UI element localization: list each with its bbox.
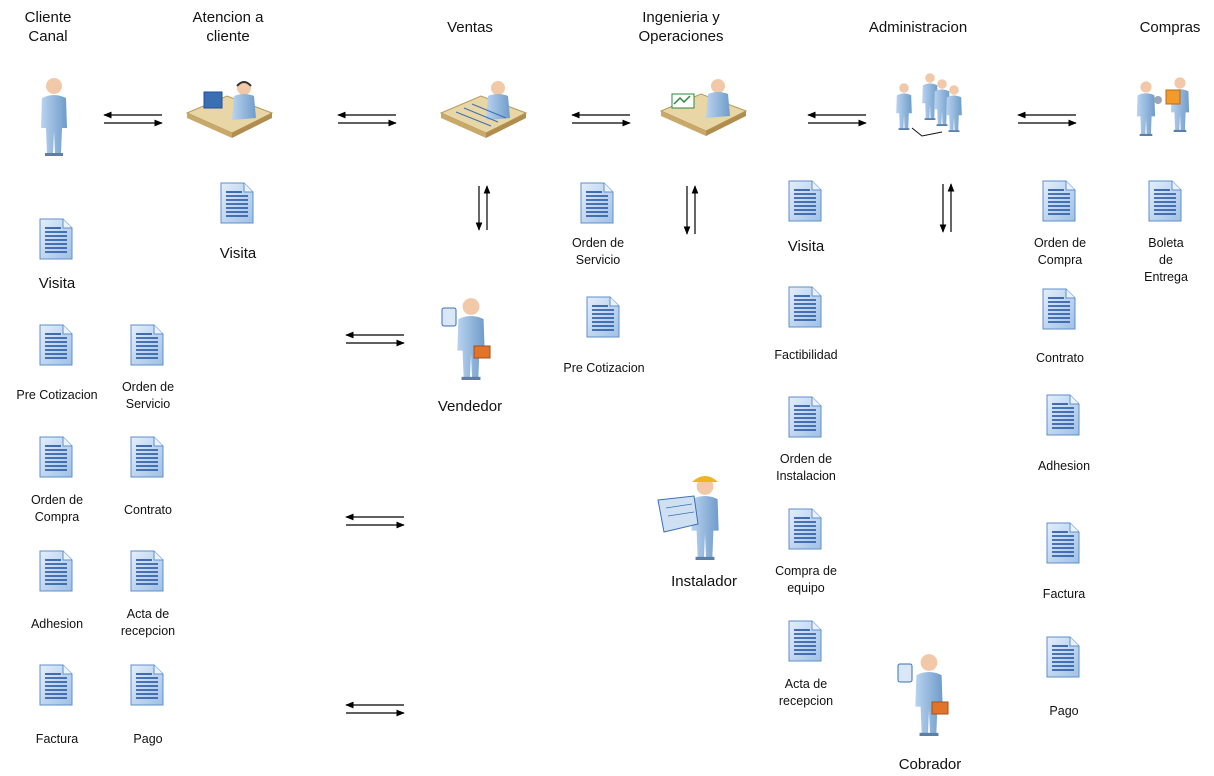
document-icon (1046, 394, 1080, 436)
doc-label-ing-visita: Visita (787, 238, 825, 255)
call-center-agent-icon (186, 80, 273, 139)
double-arrow-ventas-vendedor (475, 185, 491, 231)
doc-label-ing-acta: Acta de recepcion (778, 677, 834, 708)
cobrador-person-icon (897, 654, 949, 736)
document-icon (39, 664, 73, 706)
column-header-atencion: Atencion a cliente (192, 9, 264, 45)
actor-vendedor-label: Vendedor (437, 398, 503, 415)
ventas-desk-icon (440, 80, 527, 139)
column-header-compras: Compras (1139, 19, 1201, 36)
actor-instalador-label: Instalador (671, 573, 737, 590)
doc-label-ing-compra-equipo: Compra de equipo (775, 564, 837, 595)
double-arrow-administracion-compras (1017, 111, 1077, 127)
doc-label-adm-orden-compra: Orden de Compra (1033, 236, 1087, 267)
double-arrow-atencion-ventas (337, 111, 397, 127)
compras-exchange-icon (1136, 77, 1190, 136)
doc-label-ventas-pre-cotizacion: Pre Cotizacion (563, 361, 645, 375)
document-icon (1042, 288, 1076, 330)
document-icon (586, 296, 620, 338)
doc-label-atencion-visita: Visita (219, 245, 257, 262)
double-arrow-administracion-cobrador (939, 183, 955, 233)
doc-label-ing-factibilidad: Factibilidad (774, 348, 838, 362)
double-arrow-ingenieria-instalador (683, 185, 699, 235)
doc-label-cliente-pago: Pago (133, 732, 163, 746)
document-icon (788, 180, 822, 222)
double-arrow-vendedor-cliente (345, 331, 405, 347)
document-icon (788, 620, 822, 662)
administracion-team-icon (896, 73, 962, 137)
instalador-person-icon (657, 476, 719, 560)
document-icon (130, 324, 164, 366)
column-header-ventas: Ventas (447, 19, 493, 36)
document-icon (39, 324, 73, 366)
doc-label-cliente-orden-servicio: Orden de Servicio (121, 380, 175, 411)
ingenieria-desk-icon (660, 78, 747, 137)
column-header-cliente: Cliente Canal (24, 9, 72, 45)
double-arrow-ventas-ingenieria (571, 111, 631, 127)
doc-label-adm-pago: Pago (1049, 704, 1079, 718)
column-header-ingenieria: Ingenieria y Operaciones (638, 9, 724, 45)
doc-label-adm-adhesion: Adhesion (1037, 459, 1091, 473)
document-icon (39, 550, 73, 592)
double-arrow-instalador-cliente (345, 513, 405, 529)
document-icon (1148, 180, 1182, 222)
document-icon (1042, 180, 1076, 222)
vendedor-person-icon (441, 298, 491, 380)
double-arrow-cobrador-cliente (345, 701, 405, 717)
document-icon (580, 182, 614, 224)
document-icon (130, 550, 164, 592)
doc-label-ventas-orden-servicio: Orden de Servicio (571, 236, 625, 267)
doc-label-cliente-acta: Acta de recepcion (120, 607, 176, 638)
doc-label-cliente-factura: Factura (35, 732, 79, 746)
cliente-person-icon (41, 78, 67, 156)
document-icon (788, 286, 822, 328)
document-icon (39, 218, 73, 260)
document-icon (220, 182, 254, 224)
document-icon (39, 436, 73, 478)
document-icon (788, 396, 822, 438)
doc-label-cliente-contrato: Contrato (124, 503, 172, 517)
double-arrow-ingenieria-administracion (807, 111, 867, 127)
doc-label-compras-boleta: Boleta de Entrega (1144, 236, 1188, 284)
doc-label-cliente-orden-compra: Orden de Compra (30, 493, 84, 524)
doc-label-adm-contrato: Contrato (1036, 351, 1084, 365)
actor-cobrador-label: Cobrador (898, 756, 962, 773)
document-icon (1046, 522, 1080, 564)
doc-label-ing-orden-instalacion: Orden de Instalacion (776, 452, 836, 483)
document-icon (788, 508, 822, 550)
doc-label-cliente-visita: Visita (38, 275, 76, 292)
doc-label-cliente-adhesion: Adhesion (30, 617, 84, 631)
double-arrow-cliente-atencion (103, 111, 163, 127)
document-icon (130, 436, 164, 478)
document-icon (1046, 636, 1080, 678)
column-header-administracion: Administracion (868, 19, 968, 36)
document-icon (130, 664, 164, 706)
doc-label-cliente-pre-cotizacion: Pre Cotizacion (16, 388, 98, 402)
doc-label-adm-factura: Factura (1042, 587, 1086, 601)
